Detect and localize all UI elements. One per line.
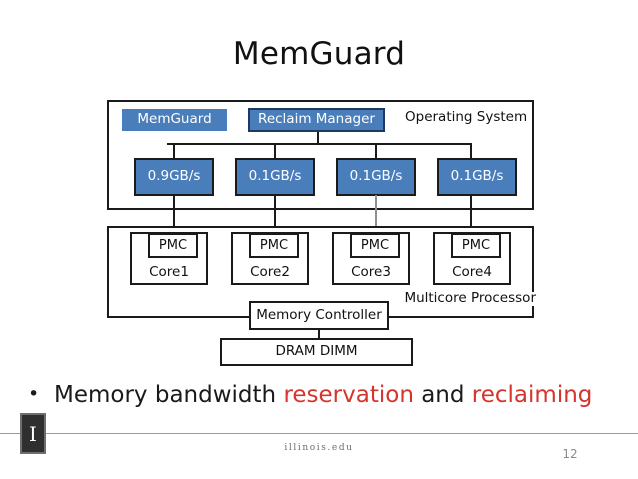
core-box-1: PMC Core1 — [130, 232, 208, 285]
pmc-box-1: PMC — [148, 233, 198, 258]
connector-bandwidth-bus — [167, 143, 471, 145]
connector-bandwidth3-to-pmc3 — [375, 195, 377, 233]
bullet-highlight-reclaiming: reclaiming — [471, 382, 593, 408]
bullet-text-part2: and — [413, 382, 472, 408]
pmc-box-4: PMC — [451, 233, 501, 258]
connector-bandwidth4-to-pmc4 — [470, 195, 472, 233]
bullet-list-item: • Memory bandwidth reservation and reclai… — [28, 382, 628, 408]
pmc-box-3: PMC — [350, 233, 400, 258]
core-box-3: PMC Core3 — [332, 232, 410, 285]
multicore-processor-label: Multicore Processor — [400, 291, 537, 306]
connector-reclaim-to-bus — [317, 132, 319, 144]
bandwidth-box-core3: 0.1GB/s — [336, 158, 416, 196]
footer-url: illinois.edu — [284, 443, 354, 453]
connector-memorycontroller-to-dram — [318, 329, 320, 339]
illinois-logo-letter: I — [29, 421, 37, 446]
bandwidth-box-core1: 0.9GB/s — [134, 158, 214, 196]
memguard-component-label: MemGuard — [122, 109, 227, 131]
core-label-2: Core2 — [250, 263, 290, 280]
connector-bandwidth2-to-pmc2 — [274, 195, 276, 233]
operating-system-label: Operating System — [405, 109, 528, 125]
connector-bus-to-bandwidth-3 — [375, 143, 377, 159]
pmc-box-2: PMC — [249, 233, 299, 258]
connector-bus-to-bandwidth-4 — [470, 143, 472, 159]
bandwidth-box-core4: 0.1GB/s — [437, 158, 517, 196]
connector-bus-to-bandwidth-2 — [274, 143, 276, 159]
illinois-block-i-logo: I — [20, 413, 46, 454]
bullet-text-part1: Memory bandwidth — [54, 382, 284, 408]
core-box-4: PMC Core4 — [433, 232, 511, 285]
connector-bandwidth1-to-pmc1 — [173, 195, 175, 233]
footer-divider — [0, 433, 638, 434]
bullet-highlight-reservation: reservation — [283, 382, 414, 408]
core-label-3: Core3 — [351, 263, 391, 280]
memguard-architecture-diagram: MemGuard Reclaim Manager Operating Syste… — [107, 100, 537, 366]
dram-dimm-box: DRAM DIMM — [220, 338, 413, 366]
core-label-1: Core1 — [149, 263, 189, 280]
bullet-glyph-icon: • — [28, 383, 40, 405]
connector-bus-to-bandwidth-1 — [173, 143, 175, 159]
memory-controller-box: Memory Controller — [249, 301, 389, 330]
reclaim-manager-box: Reclaim Manager — [248, 108, 385, 132]
page-title: MemGuard — [232, 36, 406, 72]
core-label-4: Core4 — [452, 263, 492, 280]
core-box-2: PMC Core2 — [231, 232, 309, 285]
page-number: 12 — [562, 447, 578, 461]
bandwidth-box-core2: 0.1GB/s — [235, 158, 315, 196]
